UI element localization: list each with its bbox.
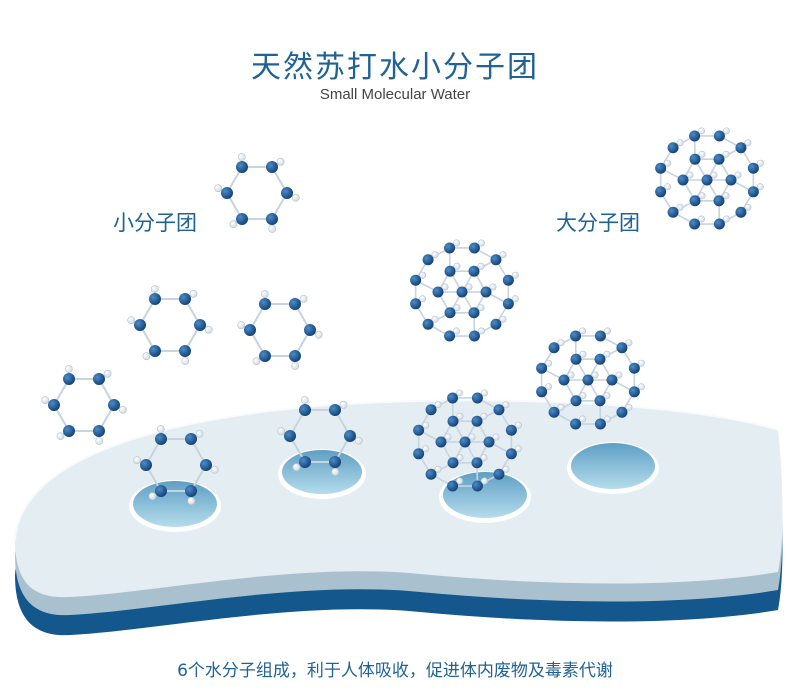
hole-4 bbox=[567, 442, 659, 494]
hexagon-molecule-icon bbox=[214, 153, 300, 233]
platform-top-surface bbox=[15, 400, 783, 598]
hexagon-molecule-icon bbox=[127, 285, 213, 365]
fullerene-molecule-icon bbox=[536, 327, 645, 430]
fullerene-molecule-icon bbox=[655, 127, 764, 230]
fullerene-molecule-icon bbox=[410, 239, 519, 342]
hexagon-molecule-icon bbox=[41, 365, 127, 445]
fullerene-molecule-icon bbox=[413, 389, 522, 492]
hexagon-molecule-icon bbox=[277, 396, 363, 476]
hexagon-molecule-icon bbox=[237, 290, 323, 370]
hole-1 bbox=[129, 480, 221, 532]
large-cluster-label: 大分子团 bbox=[556, 211, 640, 235]
hole-3 bbox=[439, 471, 531, 523]
caption-text: 6个水分子组成，利于人体吸收，促进体内废物及毒素代谢 bbox=[177, 661, 613, 681]
hole-2 bbox=[278, 449, 366, 499]
hexagon-molecule-icon bbox=[133, 425, 219, 505]
page-title: 天然苏打水小分子团 bbox=[251, 50, 539, 85]
page-subtitle: Small Molecular Water bbox=[319, 86, 471, 103]
small-cluster-label: 小分子团 bbox=[113, 211, 197, 235]
